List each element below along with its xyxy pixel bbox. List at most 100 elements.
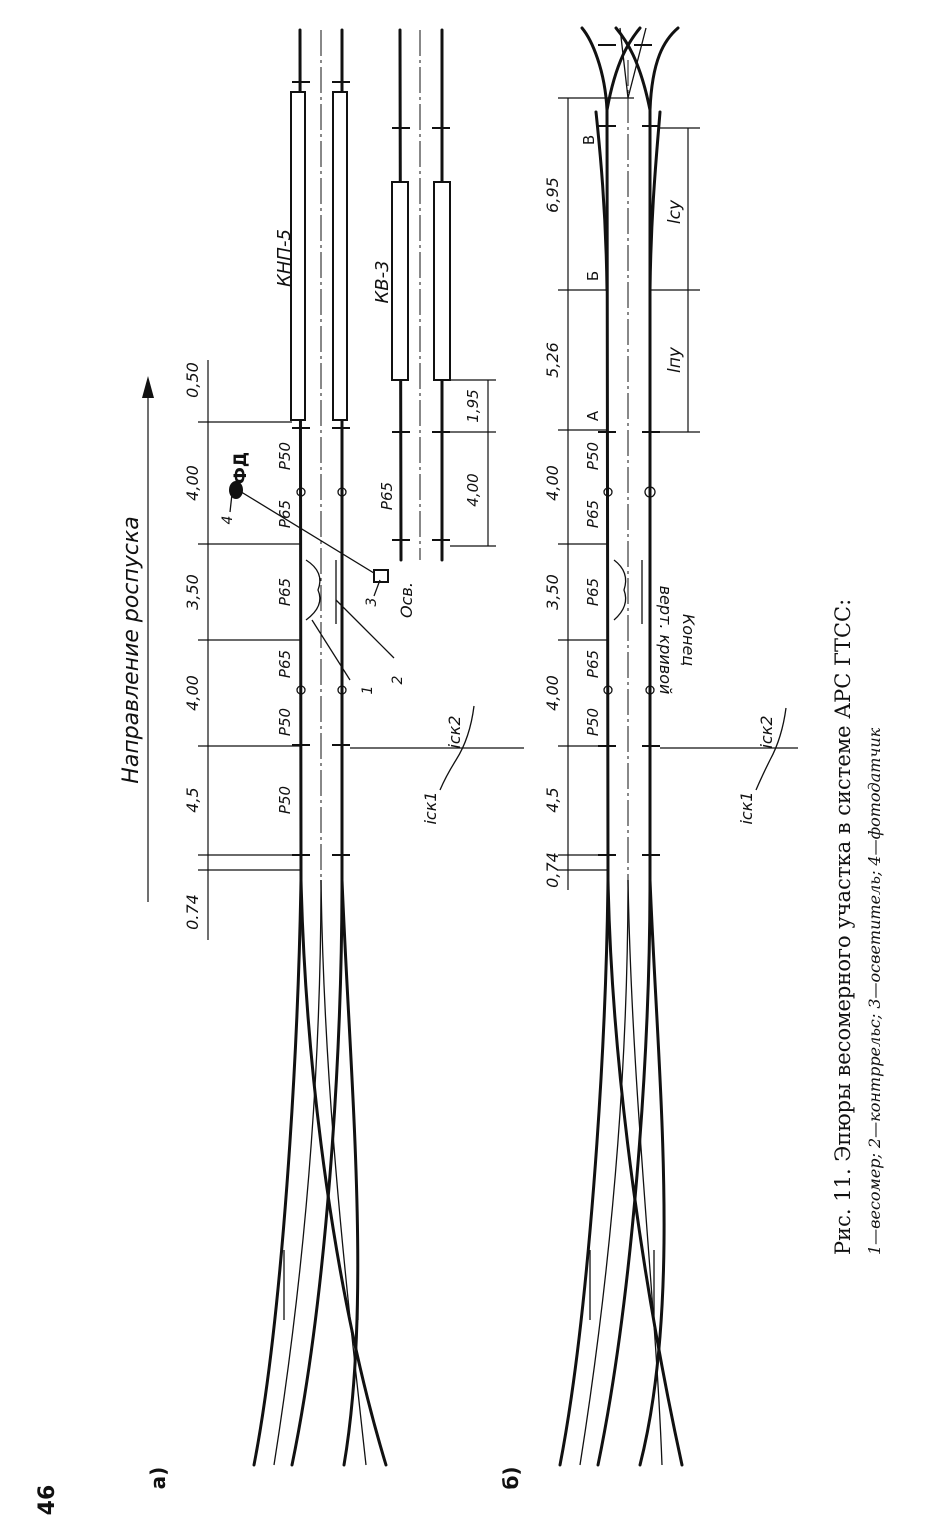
end-label: Конец <box>679 614 698 666</box>
rail-type-label: Р65 <box>584 500 602 528</box>
rail-type-label: Р65 <box>584 650 602 678</box>
leader-line <box>335 599 395 659</box>
dim-label: 4,5 <box>183 787 202 812</box>
illuminator <box>373 569 389 583</box>
slope-label: iск2 <box>757 715 776 748</box>
rail-line <box>340 878 360 1467</box>
caption-title: Рис. 11. Эпюры весомерного участка в сис… <box>831 599 855 1255</box>
weigher-circle <box>296 685 306 695</box>
callout-number: 1 <box>360 686 376 695</box>
leader-line <box>229 493 233 513</box>
dim-label: 4,00 <box>183 675 202 711</box>
knp-box <box>290 91 306 421</box>
direction-label: Направление роспуска <box>119 516 144 783</box>
leader-line <box>373 579 381 597</box>
axis-line <box>273 879 322 1466</box>
dim-label: 3,50 <box>543 574 562 610</box>
rail-type-label: Р50 <box>276 708 294 736</box>
panel-label-b: б) <box>499 1466 523 1489</box>
slope-curve <box>755 707 787 791</box>
rail-type-label: Р65 <box>276 578 294 606</box>
guard-rail <box>613 559 627 621</box>
length-label: lпу <box>665 346 685 373</box>
panel-b <box>558 26 798 1467</box>
weigher-circle <box>645 685 655 695</box>
rail-line <box>605 108 610 882</box>
slope-label: iск1 <box>421 791 440 824</box>
callout-number: 2 <box>390 675 406 684</box>
panel-label-a: а) <box>146 1467 170 1490</box>
weigher-circle <box>603 685 613 695</box>
device-knp-label: КНП-5 <box>274 229 295 287</box>
rail-type-label: Р65 <box>584 578 602 606</box>
dimension-chain-a <box>198 360 496 940</box>
photosensor-label: ФД <box>231 452 251 484</box>
axis-line <box>320 879 367 1466</box>
dim-label: 4,00 <box>543 675 562 711</box>
beam-line <box>237 489 383 579</box>
axis-line <box>627 879 663 1466</box>
length-label: lсу <box>665 199 685 224</box>
rail-type-label: Р65 <box>378 482 396 510</box>
rail-line <box>290 878 344 1467</box>
kv-box <box>391 181 409 381</box>
guard-rail <box>589 1250 655 1320</box>
page-number: 46 <box>35 1485 60 1516</box>
rail-line <box>594 110 609 292</box>
weigher-circle <box>644 486 656 498</box>
rail-line <box>638 878 666 1467</box>
rail-line <box>299 878 388 1467</box>
end-label: верт. кривой <box>656 586 675 695</box>
rail-joints <box>292 81 450 856</box>
slope-curve <box>439 705 475 791</box>
illuminator-label: Осв. <box>397 582 416 618</box>
weigher-circle <box>296 487 306 497</box>
dim-label: 4,00 <box>464 473 482 506</box>
kv-box <box>433 181 451 381</box>
callout-number: 4 <box>220 516 236 525</box>
dim-label: 4,00 <box>183 465 202 501</box>
slope-label: iск1 <box>737 791 756 824</box>
guard-rail <box>283 1250 359 1320</box>
rail-type-label: Р50 <box>276 442 294 470</box>
leader-line <box>311 619 351 681</box>
point-label: В <box>580 135 598 145</box>
dim-label: 5,26 <box>543 342 562 378</box>
caption-legend: 1—весомер; 2—контррельс; 3—осветитель; 4… <box>865 727 884 1255</box>
axis-line <box>619 27 647 99</box>
labels: Направление роспуска а) б) 0.74 4,5 4,00… <box>35 135 884 1515</box>
dimension-chain-b <box>558 97 700 890</box>
device-kv-label: КВ-3 <box>372 260 393 303</box>
rail-type-label: Р65 <box>276 500 294 528</box>
dim-label: 4,5 <box>543 787 562 812</box>
dim-label: 3,50 <box>183 574 202 610</box>
slope-label: iск2 <box>445 715 464 748</box>
dim-label: 0,50 <box>183 362 202 398</box>
knp-box <box>332 91 348 421</box>
rail-type-label: Р50 <box>276 786 294 814</box>
weigher-circle <box>337 685 347 695</box>
dim-label: 0.74 <box>183 894 202 930</box>
rail-type-label: Р65 <box>276 650 294 678</box>
dim-label: 0,74 <box>543 852 562 888</box>
point-label: Б <box>584 271 602 281</box>
rail-line <box>252 878 303 1467</box>
rail-line <box>648 26 680 112</box>
rail-type-label: Р50 <box>584 708 602 736</box>
panel-a <box>142 28 524 1467</box>
rail-line <box>596 878 652 1467</box>
weigher-circle <box>603 487 613 497</box>
weigher-circle <box>337 487 347 497</box>
callout-number: 3 <box>364 598 380 607</box>
point-label: А <box>584 410 602 421</box>
axis-line <box>579 879 629 1466</box>
dim-label: 1,95 <box>464 389 482 422</box>
dim-label: 4,00 <box>543 465 562 501</box>
rail-line <box>558 878 610 1467</box>
arrow-head <box>142 376 154 398</box>
rail-type-label: Р50 <box>584 442 602 470</box>
dim-label: 6,95 <box>543 177 562 213</box>
guard-rail <box>305 559 321 621</box>
